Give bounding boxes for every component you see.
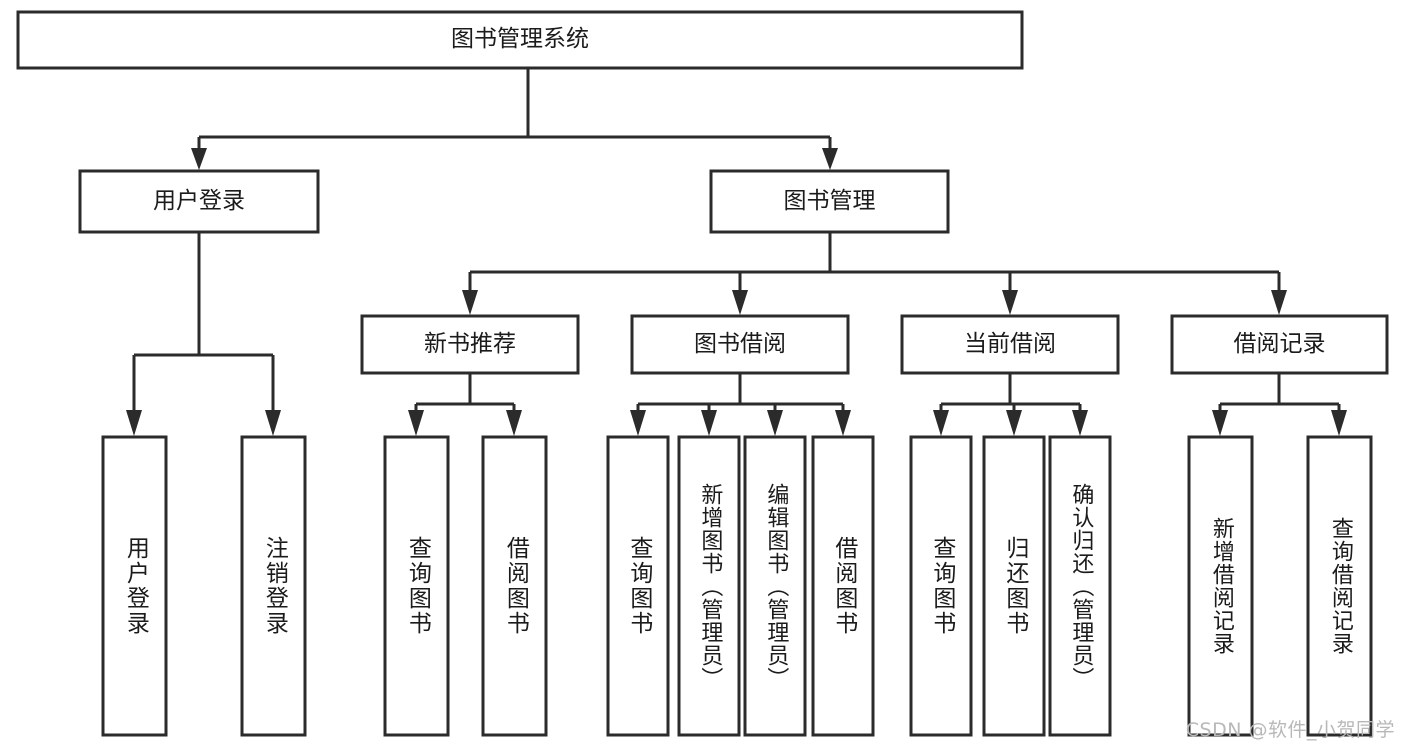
leaf-box[interactable] [240, 435, 307, 737]
node-user-login-box[interactable] [78, 169, 320, 234]
leaf-box[interactable] [1048, 435, 1112, 737]
node-new-book-recommend-box[interactable] [360, 314, 580, 375]
leaf-box[interactable] [909, 435, 973, 737]
connector-current-borrow-children [933, 373, 1088, 436]
watermark-text: CSDN @软件_小贺同学 [1185, 719, 1395, 741]
leaf-box[interactable] [606, 435, 670, 737]
connector-borrow-record-children [1212, 373, 1347, 436]
leaf-box[interactable] [982, 435, 1046, 737]
node-current-borrow-box[interactable] [900, 314, 1120, 375]
node-borrow-record-box[interactable] [1170, 314, 1389, 375]
leaf-box[interactable] [1306, 435, 1373, 737]
connector-root-trunk [191, 68, 838, 170]
connector-user-login-children [126, 232, 281, 436]
connector-book-management-children [462, 232, 1287, 315]
connector-new-book-recommend-children [408, 373, 522, 436]
leaf-box[interactable] [481, 435, 548, 737]
leaf-box[interactable] [677, 435, 741, 737]
leaf-box[interactable] [101, 435, 168, 737]
node-book-borrow-box[interactable] [630, 314, 850, 375]
leaf-box[interactable] [1187, 435, 1254, 737]
connector-book-borrow-children [630, 373, 851, 436]
leaf-box[interactable] [383, 435, 450, 737]
node-root-box[interactable] [16, 10, 1024, 70]
leaf-box[interactable] [811, 435, 875, 737]
node-book-management-box[interactable] [709, 169, 950, 234]
leaf-box[interactable] [743, 435, 807, 737]
